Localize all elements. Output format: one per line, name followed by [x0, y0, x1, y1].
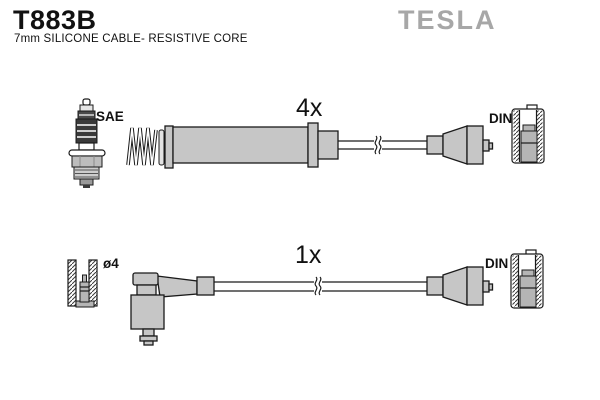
distributor-boot-top: [426, 125, 494, 165]
cable-break-icon: [314, 276, 322, 296]
top-assembly: SAE: [68, 94, 545, 188]
cable-top: [338, 135, 427, 155]
distributor-boot-bottom: [426, 266, 494, 306]
cable-break-icon: [374, 135, 382, 155]
tesla-logo: TESLA: [398, 5, 497, 35]
cable-boot-top: [164, 122, 339, 169]
diameter-label: ø4: [103, 256, 119, 271]
quantity-label-top: 4x: [296, 94, 323, 122]
din-connector-icon-bottom: [510, 249, 544, 309]
din-label-top: DIN: [489, 111, 512, 126]
sae-label: SAE: [96, 109, 124, 124]
elbow-boot-icon: [130, 272, 215, 346]
din-label-bottom: DIN: [485, 256, 508, 271]
cable-bottom: [214, 276, 427, 296]
spring-coil-icon: [126, 127, 165, 166]
part-subtitle: 7mm SILICONE CABLE- RESISTIVE CORE: [14, 33, 248, 45]
din-connector-icon-top: [511, 104, 545, 164]
quantity-label-bottom: 1x: [295, 241, 322, 269]
socket-4mm-icon: [67, 259, 98, 308]
spark-plug-icon: [68, 98, 106, 188]
part-number: T883B: [13, 5, 97, 35]
bottom-assembly: ø4: [67, 241, 544, 346]
